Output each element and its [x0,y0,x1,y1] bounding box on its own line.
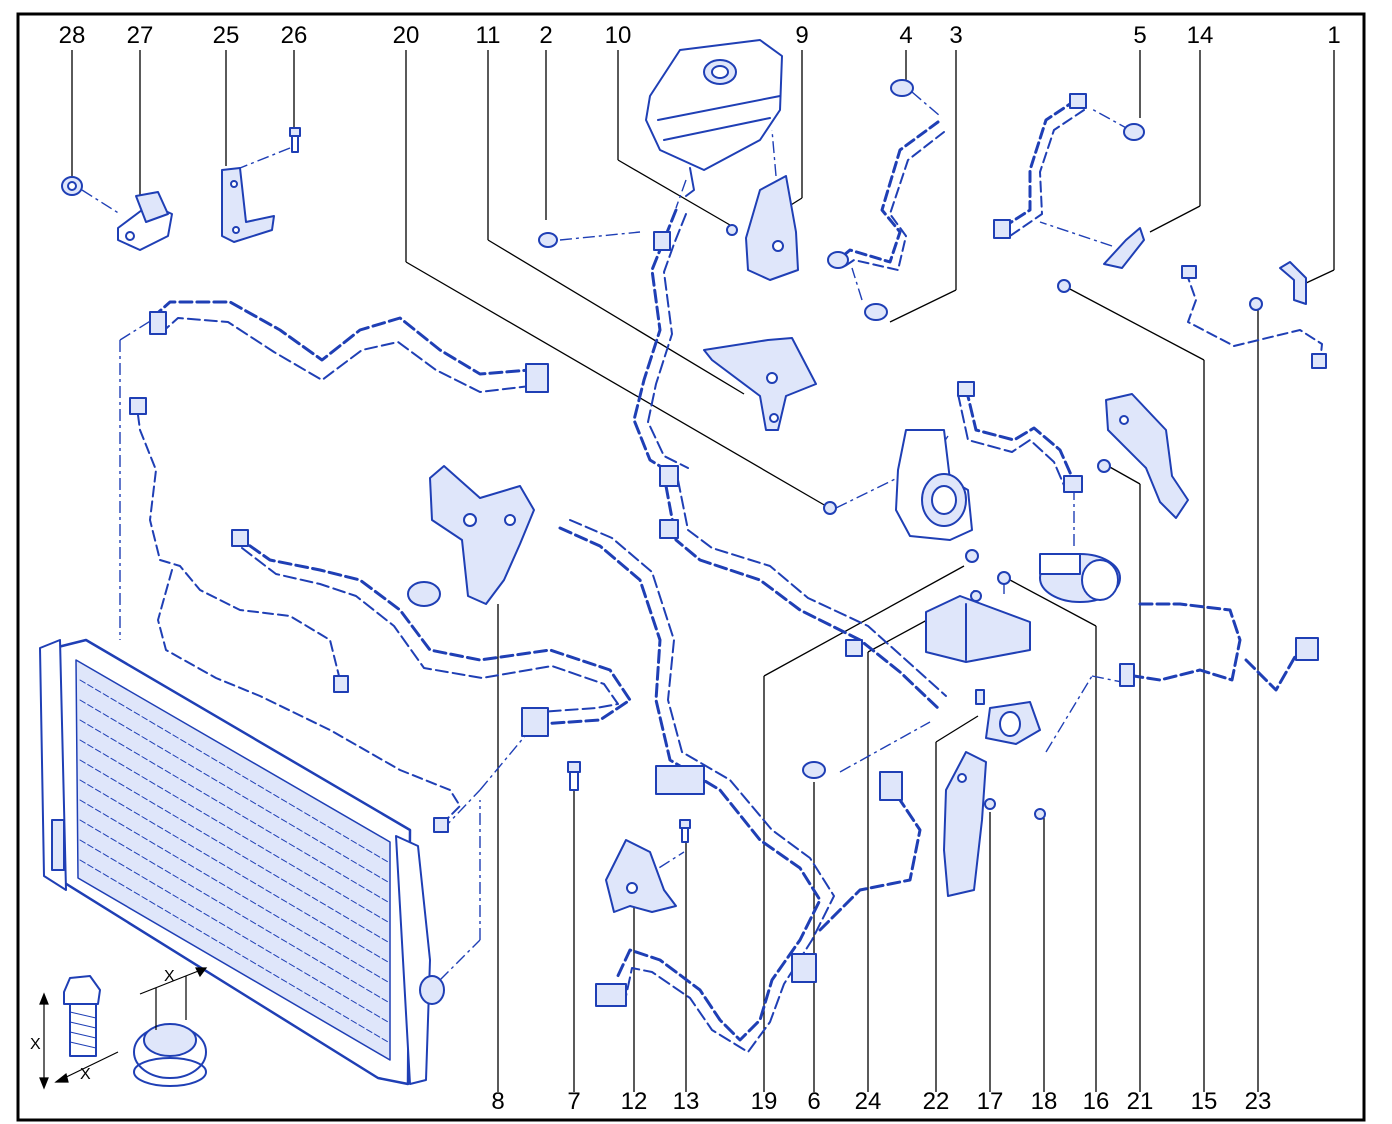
part-14-bracket [1103,227,1145,269]
callout-27: 27 [126,22,154,49]
callout-3: 3 [949,22,963,49]
callout-14: 14 [1186,22,1214,49]
part-5-clamp [1123,123,1145,141]
callout-24: 24 [854,1088,882,1115]
callout-17: 17 [976,1088,1004,1115]
part-9-expansion-tank [645,39,783,197]
nut-detail [133,1023,207,1087]
wiring-harness [129,397,461,833]
leader-lines [71,50,1335,1092]
bolt-detail [63,975,101,1057]
part-15-bolt [1057,279,1071,293]
return-hose [818,771,922,932]
upper-radiator-hose [149,300,549,393]
part-20-bolt [823,501,837,515]
part-22-valve [985,701,1041,745]
part-23-nut [1249,297,1263,311]
callout-12: 12 [620,1088,648,1115]
bracket-near-17 [943,751,987,897]
part-12-bracket [605,839,677,913]
diagram-border [16,12,1366,1122]
dimension-lines [39,967,208,1090]
bracket-near-21 [1105,393,1189,519]
callout-26: 26 [280,22,308,49]
part-28-nut [61,176,83,196]
part-24-nut [970,590,982,602]
callout-7: 7 [567,1088,581,1115]
radiator [39,638,445,1086]
part-6-clamp [802,761,826,779]
callout-19: 19 [750,1088,778,1115]
part-19-bolt [965,549,979,563]
callout-15: 15 [1190,1088,1218,1115]
part-22-bolt [975,689,985,705]
part-9-bracket [745,175,799,281]
part-2-clamp [538,232,558,248]
callout-10: 10 [604,22,632,49]
part-10-bolt [726,224,738,236]
callout-18: 18 [1030,1088,1058,1115]
callout-9: 9 [795,22,809,49]
middle-heater-hose [659,465,947,712]
callout-5: 5 [1133,22,1147,49]
callout-21: 21 [1126,1088,1154,1115]
part-7-bolt [567,761,581,791]
dimension-x-bolt-height: X [30,1036,41,1053]
tank-outlet-hose [632,208,689,478]
dimension-x-bolt-width: X [80,1066,91,1083]
callout-4: 4 [899,22,913,49]
callout-20: 20 [392,22,420,49]
part-17-bolt [984,798,996,810]
left-lower-hose [231,529,632,737]
pipe-23 [1181,265,1327,369]
part-26-bolt [289,127,301,153]
callout-11: 11 [475,22,501,49]
callout-8: 8 [491,1088,505,1115]
part-21-nut [1097,459,1111,473]
part-16-nut [997,571,1011,585]
part-4-clamp [890,79,914,97]
part-25-bracket [221,167,275,243]
part-13-bolt [679,819,691,843]
part-16-electric-pump [1039,553,1121,603]
callout-6: 6 [807,1088,821,1115]
callout-16: 16 [1082,1088,1110,1115]
part-20-pump [895,429,973,541]
callout-28: 28 [58,22,86,49]
part-8-bracket [429,465,535,605]
callout-13: 13 [672,1088,700,1115]
part-27-bracket [117,191,173,251]
callout-23: 23 [1244,1088,1272,1115]
part-3-hose [827,120,945,271]
parts [39,39,1327,1087]
part-21-hose [957,381,1083,493]
callout-2: 2 [539,22,553,49]
dimension-x-nut-width: X [164,968,175,985]
part-1-bracket [1279,261,1307,305]
right-lower-hose [1119,602,1319,692]
callout-1: 1 [1327,22,1341,49]
part-18-bolt [1034,808,1046,820]
callout-25: 25 [212,22,240,49]
bypass-hose [558,519,835,1053]
part-3-clamp [864,303,888,321]
part-11-bracket [703,337,817,431]
callout-22: 22 [922,1088,950,1115]
part-24-bracket [925,595,1031,663]
part-5-hose [993,93,1087,239]
